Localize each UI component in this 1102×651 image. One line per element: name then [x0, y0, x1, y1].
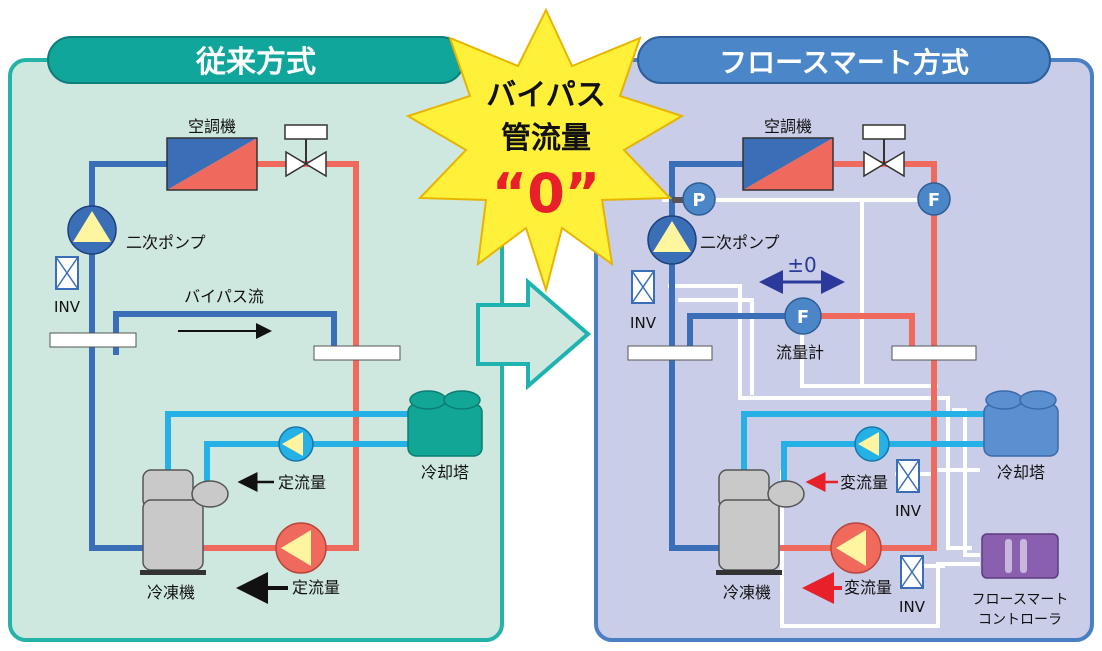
right-inv-label: INV: [630, 314, 657, 332]
left-cooling-pipe-outer: [165, 411, 412, 470]
left-header-pipe-a: [49, 332, 137, 348]
right-flowmeter-label: 流量計: [776, 343, 824, 362]
right-air-conditioner: [742, 137, 834, 191]
right-flowmeter-icon: F: [784, 297, 822, 335]
right-tower-label: 冷却塔: [997, 463, 1045, 482]
left-cooling-tower-icon: [407, 390, 483, 457]
left-tower-label: 冷却塔: [421, 463, 469, 482]
right-inverter-upper-icon: [896, 459, 920, 493]
left-chiller-icon: [140, 469, 229, 575]
right-flow-label-lower: 変流量: [844, 578, 892, 597]
right-flow-label-upper: 変流量: [840, 473, 888, 492]
left-chiller-label: 冷凍機: [147, 583, 195, 602]
left-panel-title: 従来方式: [195, 45, 316, 80]
right-panel: フロースマート方式: [594, 36, 1094, 642]
left-supply-pipe: [89, 161, 168, 551]
burst-line-2: 管流量: [501, 121, 591, 156]
left-ac-label: 空調機: [188, 117, 236, 136]
left-cooling-pump-icon: [278, 426, 314, 462]
transition-arrow: [476, 277, 592, 391]
right-inverter-icon: [631, 270, 655, 304]
right-f-badge-top: F: [928, 190, 940, 211]
right-chiller-label: 冷凍機: [723, 583, 771, 602]
right-p-badge: P: [692, 190, 705, 211]
right-bypass-supply: [687, 313, 788, 355]
right-controller-label-2: コントローラ: [978, 612, 1062, 628]
left-pump-label: 二次ポンプ: [126, 233, 206, 252]
right-header-pipe-a: [627, 345, 713, 361]
left-flow-label-lower: 定流量: [292, 578, 340, 597]
right-inverter-lower-icon: [900, 555, 924, 589]
right-pressure-sensor: P: [672, 182, 716, 216]
right-panel-title: フロースマート方式: [719, 46, 969, 79]
left-secondary-pump-icon: [67, 205, 117, 255]
left-inverter-icon: [55, 256, 79, 290]
right-cooling-pipe-inner: [781, 441, 988, 482]
left-valve-icon: [284, 124, 328, 178]
right-controller-icon: [981, 533, 1059, 579]
left-inv-label: INV: [54, 298, 81, 316]
starburst-shape: [405, 7, 685, 294]
burst-line-3: “0”: [492, 162, 601, 225]
left-bypass-label: バイパス流: [184, 287, 264, 306]
right-chiller-icon: [716, 469, 805, 575]
left-flow-label-upper: 定流量: [278, 473, 326, 492]
zero-bypass-burst: バイパス 管流量 “0”: [405, 7, 685, 294]
left-chilled-pump-icon: [275, 522, 327, 574]
right-flow-sensor-top: F: [917, 182, 951, 216]
right-valve-icon: [862, 124, 906, 178]
left-cooling-pipe-inner: [204, 441, 412, 482]
right-delta-label: ±0: [787, 253, 816, 277]
right-bypass-return: [820, 313, 915, 352]
left-air-conditioner: [166, 137, 258, 191]
right-pump-label: 二次ポンプ: [700, 233, 780, 252]
right-f-badge-mid: F: [797, 307, 809, 328]
right-inv-label-upper: INV: [895, 502, 922, 520]
right-controller-label-1: フロースマート: [972, 592, 1069, 608]
right-secondary-pump-icon: [647, 215, 697, 265]
right-cooling-pipe-outer: [741, 411, 988, 470]
right-panel-header: [637, 36, 1051, 84]
right-chilled-pump-icon: [830, 522, 882, 574]
left-panel: 従来方式 空調機 二次ポンプ: [8, 36, 504, 642]
burst-line-1: バイパス: [486, 78, 605, 113]
right-signal-wires: [662, 198, 980, 628]
right-header-pipe-b: [891, 345, 977, 361]
right-cooling-pump-icon: [854, 426, 890, 462]
right-cooling-tower-icon: [983, 390, 1059, 457]
right-ac-label: 空調機: [764, 117, 812, 136]
right-inv-label-lower: INV: [899, 598, 926, 616]
left-header-pipe-b: [313, 345, 401, 361]
